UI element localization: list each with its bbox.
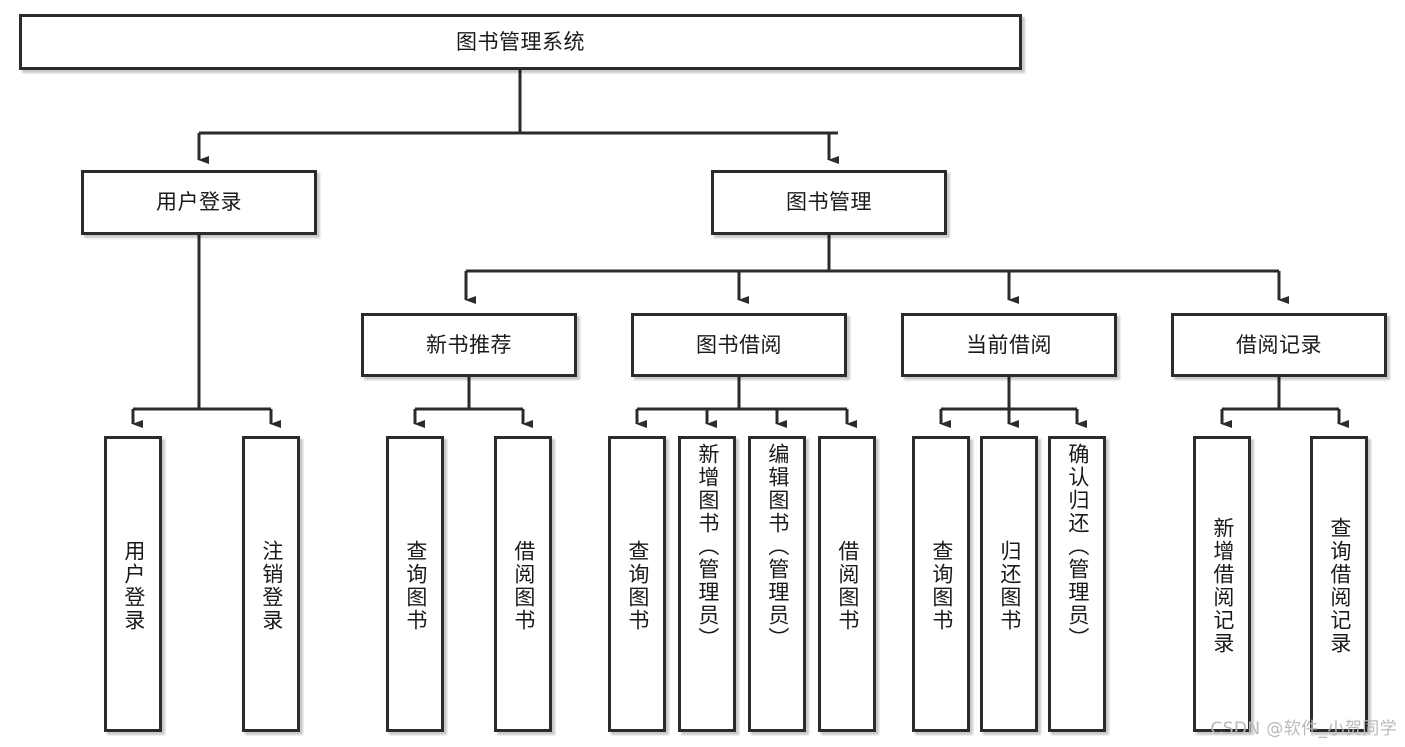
node-user-login[interactable]: 用户登录 <box>81 170 317 235</box>
node-current-borrow[interactable]: 当前借阅 <box>901 313 1117 377</box>
node-new-book-recommend-label: 新书推荐 <box>426 332 512 357</box>
leaf-user-logout-label: 注销登录 <box>259 540 284 632</box>
node-borrow-record-label: 借阅记录 <box>1236 332 1322 357</box>
leaf-return-book[interactable]: 归还图书 <box>980 436 1038 732</box>
leaf-confirm-return-label: 确认归还（管理员） <box>1065 443 1090 650</box>
leaf-query-book-3-label: 查询图书 <box>929 540 954 632</box>
leaf-add-record-label: 新增借阅记录 <box>1210 517 1235 655</box>
leaf-edit-book-label: 编辑图书（管理员） <box>765 443 790 650</box>
leaf-query-book-2-label: 查询图书 <box>625 540 650 632</box>
leaf-user-login[interactable]: 用户登录 <box>104 436 162 732</box>
leaf-user-logout[interactable]: 注销登录 <box>242 436 300 732</box>
leaf-query-record[interactable]: 查询借阅记录 <box>1310 436 1368 732</box>
watermark-text: CSDN @软件_小贺同学 <box>1210 719 1397 739</box>
node-root[interactable]: 图书管理系统 <box>19 14 1022 70</box>
leaf-add-book[interactable]: 新增图书（管理员） <box>678 436 736 732</box>
leaf-query-book-1-label: 查询图书 <box>403 540 428 632</box>
leaf-borrow-book-2-label: 借阅图书 <box>835 540 860 632</box>
leaf-query-book-2[interactable]: 查询图书 <box>608 436 666 732</box>
leaf-confirm-return[interactable]: 确认归还（管理员） <box>1048 436 1106 732</box>
leaf-add-record[interactable]: 新增借阅记录 <box>1193 436 1251 732</box>
leaf-return-book-label: 归还图书 <box>997 540 1022 632</box>
node-book-manage[interactable]: 图书管理 <box>711 170 947 235</box>
node-user-login-label: 用户登录 <box>156 190 242 215</box>
leaf-query-book-1[interactable]: 查询图书 <box>386 436 444 732</box>
leaf-borrow-book-2[interactable]: 借阅图书 <box>818 436 876 732</box>
leaf-borrow-book-1-label: 借阅图书 <box>511 540 536 632</box>
leaf-query-book-3[interactable]: 查询图书 <box>912 436 970 732</box>
node-current-borrow-label: 当前借阅 <box>966 332 1052 357</box>
node-book-borrow-label: 图书借阅 <box>696 332 782 357</box>
node-root-label: 图书管理系统 <box>456 29 585 54</box>
node-new-book-recommend[interactable]: 新书推荐 <box>361 313 577 377</box>
leaf-user-login-label: 用户登录 <box>121 540 146 632</box>
node-borrow-record[interactable]: 借阅记录 <box>1171 313 1387 377</box>
leaf-edit-book[interactable]: 编辑图书（管理员） <box>748 436 806 732</box>
node-book-borrow[interactable]: 图书借阅 <box>631 313 847 377</box>
leaf-query-record-label: 查询借阅记录 <box>1327 517 1352 655</box>
node-book-manage-label: 图书管理 <box>786 190 872 215</box>
leaf-borrow-book-1[interactable]: 借阅图书 <box>494 436 552 732</box>
leaf-add-book-label: 新增图书（管理员） <box>695 443 720 650</box>
